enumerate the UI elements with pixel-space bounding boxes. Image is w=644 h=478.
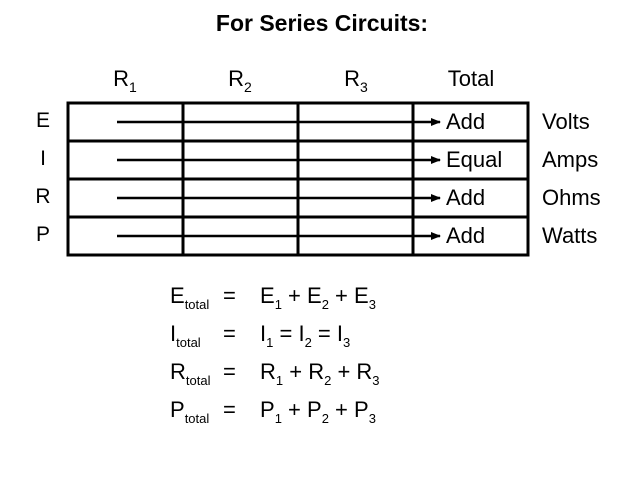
equation-lhs-sub: total — [184, 411, 210, 426]
row-label-p: P — [35, 223, 50, 246]
equation-lhs-sub: total — [185, 373, 211, 388]
equation-term-base: E — [307, 283, 322, 308]
total-rule-p: Add — [446, 223, 486, 248]
equation-lhs: Ptotal — [170, 397, 209, 426]
equation-term-sub: 2 — [321, 411, 329, 426]
column-header-total: Total — [447, 66, 495, 91]
equation-term-sub: 3 — [368, 297, 376, 312]
equation-sign: = — [223, 359, 236, 384]
equation-rhs: I1 = I2 = I3 — [260, 321, 350, 350]
equation-term-sub: 2 — [304, 335, 312, 350]
equation-term-sub: 3 — [343, 335, 351, 350]
equation-lhs-base: R — [170, 359, 186, 384]
equation-term-base: P — [354, 397, 369, 422]
equation-term-base: R — [356, 359, 373, 384]
equation-term-base: P — [260, 397, 275, 422]
equation-lhs-base: P — [170, 397, 185, 422]
equation-term-sub: 3 — [368, 411, 376, 426]
column-header-r1: R1 — [95, 66, 155, 95]
column-header-r3-base: R — [344, 66, 361, 91]
equation-term-base: P — [307, 397, 322, 422]
total-rule-r: Add — [446, 185, 486, 210]
row-label-r: R — [35, 185, 51, 208]
equation-sign: = — [223, 321, 236, 346]
equation-lhs-base: E — [170, 283, 185, 308]
unit-watts: Watts — [542, 223, 598, 248]
equation-term-base: E — [354, 283, 369, 308]
equation-term-base: I — [260, 321, 267, 346]
equation-term-sub: 2 — [321, 297, 329, 312]
equation-term-base: I — [298, 321, 305, 346]
equation-lhs-base: I — [170, 321, 177, 346]
equation-term-base: I — [336, 321, 343, 346]
equation-lhs: Itotal — [170, 321, 201, 350]
equation-lhs: Etotal — [170, 283, 209, 312]
diagram-title: For Series Circuits: — [215, 10, 429, 36]
equation-operator: + — [281, 397, 307, 422]
column-header-r3-sub: 3 — [360, 79, 368, 95]
equation-operator: + — [328, 397, 354, 422]
equation-operator: + — [281, 283, 307, 308]
unit-volts: Volts — [542, 109, 590, 134]
equation-term-base: R — [308, 359, 325, 384]
unit-amps: Amps — [542, 147, 599, 172]
column-header-r2-sub: 2 — [244, 79, 252, 95]
equation-operator: = — [273, 321, 299, 346]
total-rule-i: Equal — [446, 147, 503, 172]
equation-rhs: E1 + E2 + E3 — [260, 283, 376, 312]
column-header-r2: R2 — [210, 66, 270, 95]
equation-term-sub: 1 — [275, 373, 284, 388]
equation-term-base: E — [260, 283, 275, 308]
equation-lhs-sub: total — [176, 335, 201, 350]
row-label-i: I — [40, 147, 46, 170]
equation-sign: = — [223, 397, 236, 422]
equation-term-sub: 3 — [372, 373, 380, 388]
column-header-r1-sub: 1 — [129, 79, 137, 95]
equation-term-sub: 1 — [274, 411, 282, 426]
total-rule-e: Add — [446, 109, 486, 134]
row-label-e: E — [35, 109, 50, 132]
equation-lhs: Rtotal — [170, 359, 210, 388]
equation-operator: = — [311, 321, 337, 346]
equation-sign: = — [223, 283, 236, 308]
equation-operator: + — [328, 283, 354, 308]
equation-term-sub: 2 — [324, 373, 332, 388]
equation-lhs-sub: total — [184, 297, 210, 312]
column-header-r3: R3 — [326, 66, 386, 95]
equation-operator: + — [283, 359, 309, 384]
unit-ohms: Ohms — [542, 185, 601, 210]
equation-rhs: P1 + P2 + P3 — [260, 397, 376, 426]
equation-term-sub: 1 — [274, 297, 282, 312]
column-header-r2-base: R — [228, 66, 245, 91]
equation-operator: + — [331, 359, 357, 384]
column-header-r1-base: R — [113, 66, 130, 91]
equation-term-sub: 1 — [266, 335, 274, 350]
equation-rhs: R1 + R2 + R3 — [260, 359, 380, 388]
equation-term-base: R — [260, 359, 276, 384]
